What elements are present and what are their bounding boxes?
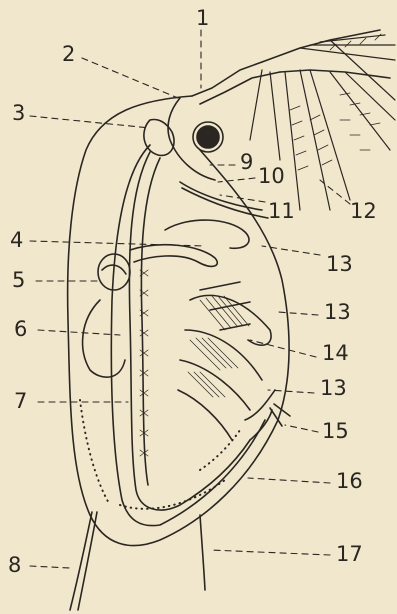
label-4: 4 [10, 230, 23, 251]
label-17: 17 [336, 544, 363, 565]
label-7: 7 [14, 391, 27, 412]
compound-eye [197, 126, 219, 148]
antenna-ramus-mid [280, 70, 390, 78]
label-15: 15 [322, 421, 349, 442]
label-14: 14 [322, 343, 349, 364]
label-8: 8 [8, 555, 21, 576]
digestive-tract [129, 152, 250, 510]
label-3: 3 [12, 103, 25, 124]
label-10: 10 [258, 166, 285, 187]
ventral-spine [200, 515, 205, 590]
caecum-coil [165, 220, 249, 248]
gut-inner [141, 158, 160, 485]
label-13-middle: 13 [324, 302, 351, 323]
postabdomen [245, 390, 275, 440]
label-11: 11 [268, 201, 295, 222]
label-9: 9 [240, 152, 253, 173]
leader-lines [30, 30, 350, 568]
label-12: 12 [350, 201, 377, 222]
label-16: 16 [336, 471, 363, 492]
antenna-ramus-upper [262, 30, 380, 62]
label-13-bottom: 13 [320, 378, 347, 399]
hepatic-caecum [130, 245, 217, 267]
label-13-top: 13 [326, 254, 353, 275]
label-5: 5 [12, 270, 25, 291]
leg-setae [188, 296, 249, 397]
carapace-outline [68, 96, 289, 546]
setae-barbs [290, 34, 381, 170]
brood-chamber [83, 300, 125, 377]
antennule-inner [182, 188, 268, 218]
label-2: 2 [62, 44, 75, 65]
label-1: 1 [196, 8, 209, 29]
label-6: 6 [14, 319, 27, 340]
stipple [80, 400, 240, 509]
